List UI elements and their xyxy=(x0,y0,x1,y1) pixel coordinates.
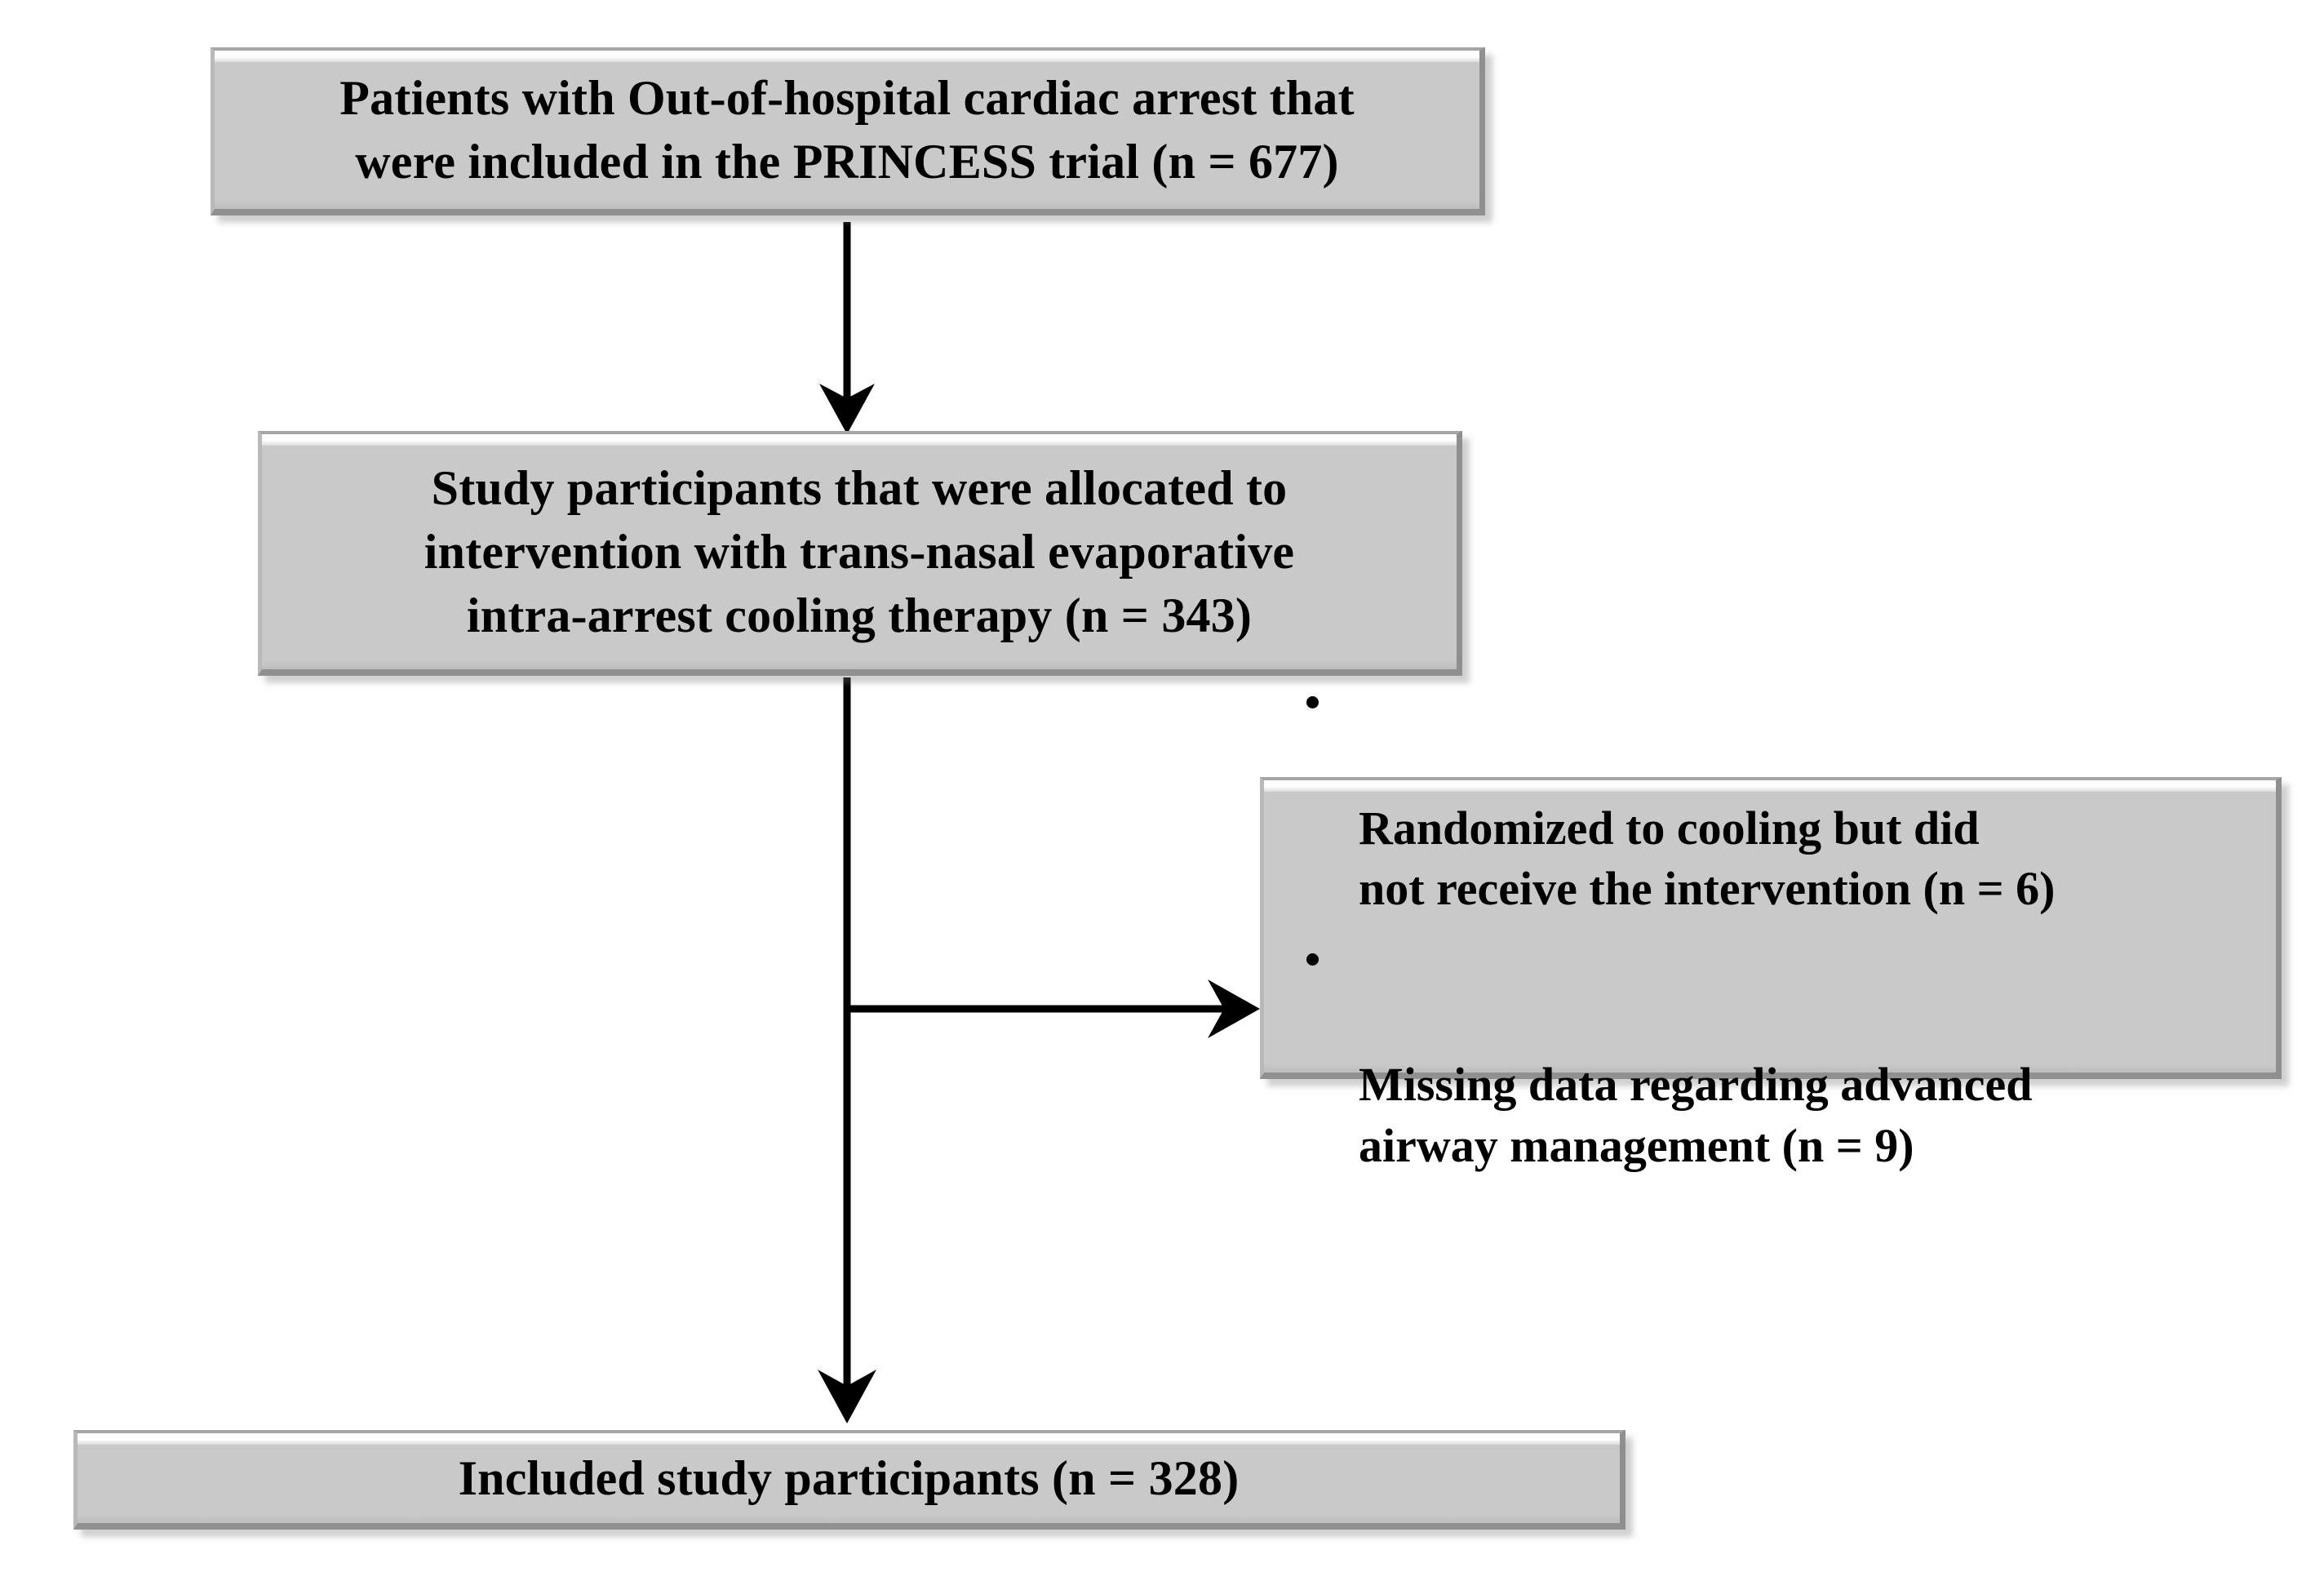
node-enrolled-label: Patients with Out-of-hospital cardiac ar… xyxy=(339,71,1355,189)
arrow-allocated-to-excluded xyxy=(847,979,1260,1038)
arrow-allocated-to-included xyxy=(818,677,876,1423)
node-allocated-label: Study participants that were allocated t… xyxy=(424,461,1295,642)
node-included-label: Included study participants (n = 328) xyxy=(458,1451,1240,1505)
node-allocated-box: Study participants that were allocated t… xyxy=(258,431,1462,676)
node-included-box: Included study participants (n = 328) xyxy=(73,1430,1625,1530)
arrow-enrolled-to-allocated xyxy=(819,222,875,434)
bullet-icon xyxy=(1306,953,1319,966)
exclusion-reason-2-label: Missing data regarding advanced airway m… xyxy=(1359,1058,2033,1172)
node-excluded-box: Randomized to cooling but did not receiv… xyxy=(1260,696,2282,1172)
exclusion-reason-1-label: Randomized to cooling but did not receiv… xyxy=(1359,801,2056,915)
exclusion-reason-list: Randomized to cooling but did not receiv… xyxy=(1264,677,2276,1176)
list-item: Missing data regarding advanced airway m… xyxy=(1292,934,2253,1176)
list-item: Randomized to cooling but did not receiv… xyxy=(1292,677,2253,919)
node-enrolled-box: Patients with Out-of-hospital cardiac ar… xyxy=(211,47,1485,215)
bullet-icon xyxy=(1306,696,1319,709)
